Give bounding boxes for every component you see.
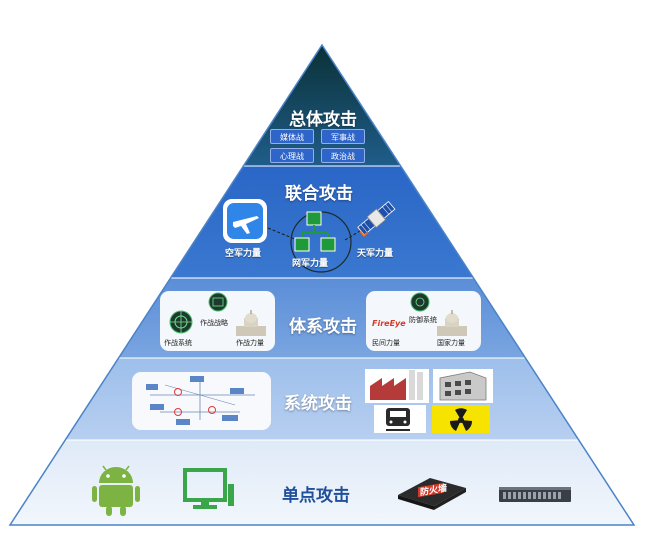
sos-left-right-label: 作战力量 xyxy=(236,339,264,347)
globe-icon xyxy=(410,292,430,312)
capitol-icon xyxy=(437,310,467,336)
tag-political-war: 政治战 xyxy=(321,148,365,163)
building-icon xyxy=(433,369,493,403)
sos-left-top-label: 作战战略 xyxy=(200,319,228,327)
tag-media-war: 媒体战 xyxy=(270,129,314,144)
globe-icon xyxy=(169,310,193,334)
topology-diagram xyxy=(132,372,271,430)
fireeye-logo: FireEye xyxy=(372,319,406,328)
tag-military-war: 军事战 xyxy=(321,129,365,144)
air-force-label: 空军力量 xyxy=(225,249,262,259)
tier-system-band xyxy=(10,358,634,440)
space-force-label: 天军力量 xyxy=(357,249,394,259)
tier-title-joint: 联合攻击 xyxy=(285,184,353,204)
capitol-icon xyxy=(236,310,266,336)
tier-title-system-of-systems: 体系攻击 xyxy=(289,317,357,337)
sos-right-right-label: 国家力量 xyxy=(437,339,465,347)
tier-title-single-point: 单点攻击 xyxy=(282,486,350,506)
globe-icon xyxy=(208,292,228,312)
sos-right-left-label: 民间力量 xyxy=(372,339,400,347)
radiation-icon xyxy=(432,405,490,433)
airplane-icon xyxy=(223,199,267,243)
firewall-icon xyxy=(398,478,466,510)
tier-title-system: 系统攻击 xyxy=(284,394,352,414)
network-icon xyxy=(294,211,336,252)
android-icon xyxy=(92,465,140,516)
satellite-icon xyxy=(357,200,396,238)
sos-right-top-label: 防御系统 xyxy=(409,316,437,324)
monitor-icon xyxy=(183,468,234,509)
cyber-force-label: 网军力量 xyxy=(292,259,329,269)
factory-icon xyxy=(365,369,429,403)
sos-left-left-label: 作战系统 xyxy=(164,339,192,347)
train-icon xyxy=(374,405,426,433)
tier-title-overall: 总体攻击 xyxy=(289,110,357,130)
server-icon xyxy=(499,487,571,502)
tag-psychological-war: 心理战 xyxy=(270,148,314,163)
